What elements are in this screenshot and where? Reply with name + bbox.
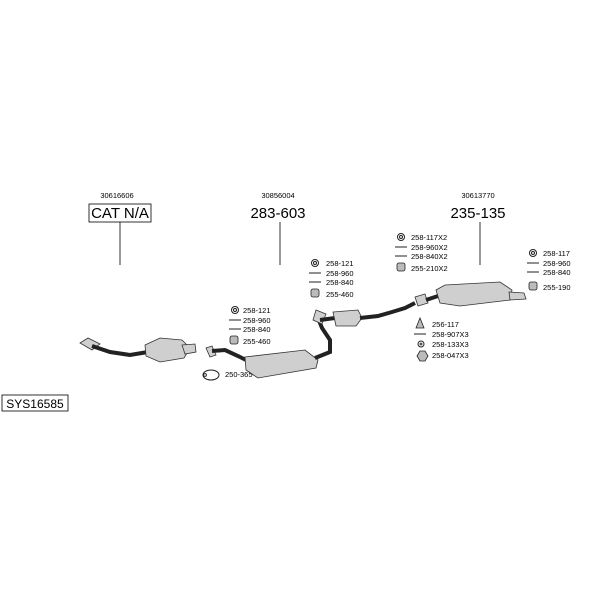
- hardware-group-c[interactable]: 258-117X2 258-960X2 258-840X2 255-210X2: [395, 233, 448, 273]
- clamp-label: 250-365: [225, 370, 253, 379]
- rubber-mount-icon: [229, 335, 239, 345]
- rear-pipe-flange: [414, 293, 429, 307]
- middle-pipe-flange: [205, 345, 217, 358]
- part-number-middle[interactable]: 283-603: [250, 205, 305, 222]
- gasket-ring-inner-icon: [313, 261, 317, 265]
- hardware-a-item: 258-960: [243, 316, 271, 325]
- hardware-d-item: 256-117: [432, 320, 459, 329]
- washer-icon: [417, 340, 425, 348]
- gasket-ring-inner-icon: [233, 308, 237, 312]
- tailpipe-tip: [508, 291, 527, 301]
- washer-inner-icon: [419, 342, 423, 346]
- intermediate-pipe-rear: [359, 301, 416, 320]
- gasket-ring-icon: [529, 249, 537, 257]
- gasket-ring-icon: [311, 259, 319, 267]
- hardware-c-item: 258-117X2: [411, 233, 447, 242]
- middle-silencer[interactable]: [205, 309, 332, 379]
- hardware-a-item: 255-460: [243, 337, 271, 346]
- rear-silencer-box: [435, 281, 513, 307]
- hardware-c-item: 258-840X2: [411, 252, 448, 261]
- hardware-c-item: 258-960X2: [411, 243, 448, 252]
- hardware-e-item: 258-840: [543, 268, 571, 277]
- system-id: SYS16585: [6, 397, 64, 411]
- intermediate-pipe-front: [319, 316, 336, 322]
- hardware-d-item: 258-047X3: [432, 351, 469, 360]
- hardware-e-item: 255-190: [543, 283, 571, 292]
- rear-pipe-inlet: [425, 294, 439, 302]
- catalytic-converter-outlet: [181, 343, 197, 355]
- rubber-mount-icon: [396, 262, 406, 272]
- hardware-d-item: 258-907X3: [432, 330, 469, 339]
- clamp-icon: [202, 369, 220, 381]
- middle-silencer-box: [244, 349, 319, 379]
- oe-number-cat: 30616606: [100, 191, 133, 200]
- front-pipe-catalytic-converter[interactable]: [79, 337, 197, 363]
- hardware-a-item: 258-121: [243, 306, 271, 315]
- gasket-ring-inner-icon: [531, 251, 535, 255]
- rubber-mount-icon: [528, 281, 538, 291]
- gasket-ring-inner-icon: [399, 235, 403, 239]
- hardware-b-item: 258-121: [326, 259, 354, 268]
- gasket-ring-icon: [397, 233, 405, 241]
- middle-pipe-inlet: [211, 347, 251, 364]
- gasket-ring-icon: [231, 306, 239, 314]
- part-number-rear[interactable]: 235-135: [450, 205, 505, 222]
- hardware-b-item: 258-960: [326, 269, 354, 278]
- clamp-bolt-icon: [203, 373, 207, 377]
- clamp-250-365[interactable]: 250-365: [202, 369, 253, 381]
- hanger-bracket-icon: [415, 316, 425, 329]
- hardware-group-d[interactable]: 256-117 258-907X3 258-133X3 258-047X3: [414, 316, 469, 362]
- hardware-group-e[interactable]: 258-117 258-960 258-840 255-190: [527, 249, 571, 292]
- hardware-group-b[interactable]: 258-121 258-960 258-840 255-460: [309, 259, 354, 299]
- middle-pipe-joint: [312, 309, 327, 325]
- middle-pipe-outlet: [314, 317, 332, 360]
- hardware-b-item: 255-460: [326, 290, 354, 299]
- rubber-mount-icon: [310, 288, 320, 298]
- part-number-cat[interactable]: CAT N/A: [91, 205, 149, 222]
- hardware-b-item: 258-840: [326, 278, 354, 287]
- hardware-e-item: 258-117: [543, 249, 570, 258]
- nut-icon: [416, 350, 429, 362]
- intermediate-pipe-resonator[interactable]: [319, 301, 416, 327]
- hardware-d-item: 258-133X3: [432, 340, 469, 349]
- oe-number-rear: 30613770: [461, 191, 494, 200]
- hardware-e-item: 258-960: [543, 259, 571, 268]
- resonator-body: [332, 309, 363, 327]
- hardware-group-a[interactable]: 258-121 258-960 258-840 255-460: [229, 306, 271, 346]
- hardware-c-item: 255-210X2: [411, 264, 448, 273]
- system-id-box: [1, 394, 69, 412]
- oe-number-middle: 30856004: [261, 191, 294, 200]
- hardware-a-item: 258-840: [243, 325, 271, 334]
- rear-silencer[interactable]: [414, 281, 527, 307]
- front-pipe-tube: [91, 344, 149, 358]
